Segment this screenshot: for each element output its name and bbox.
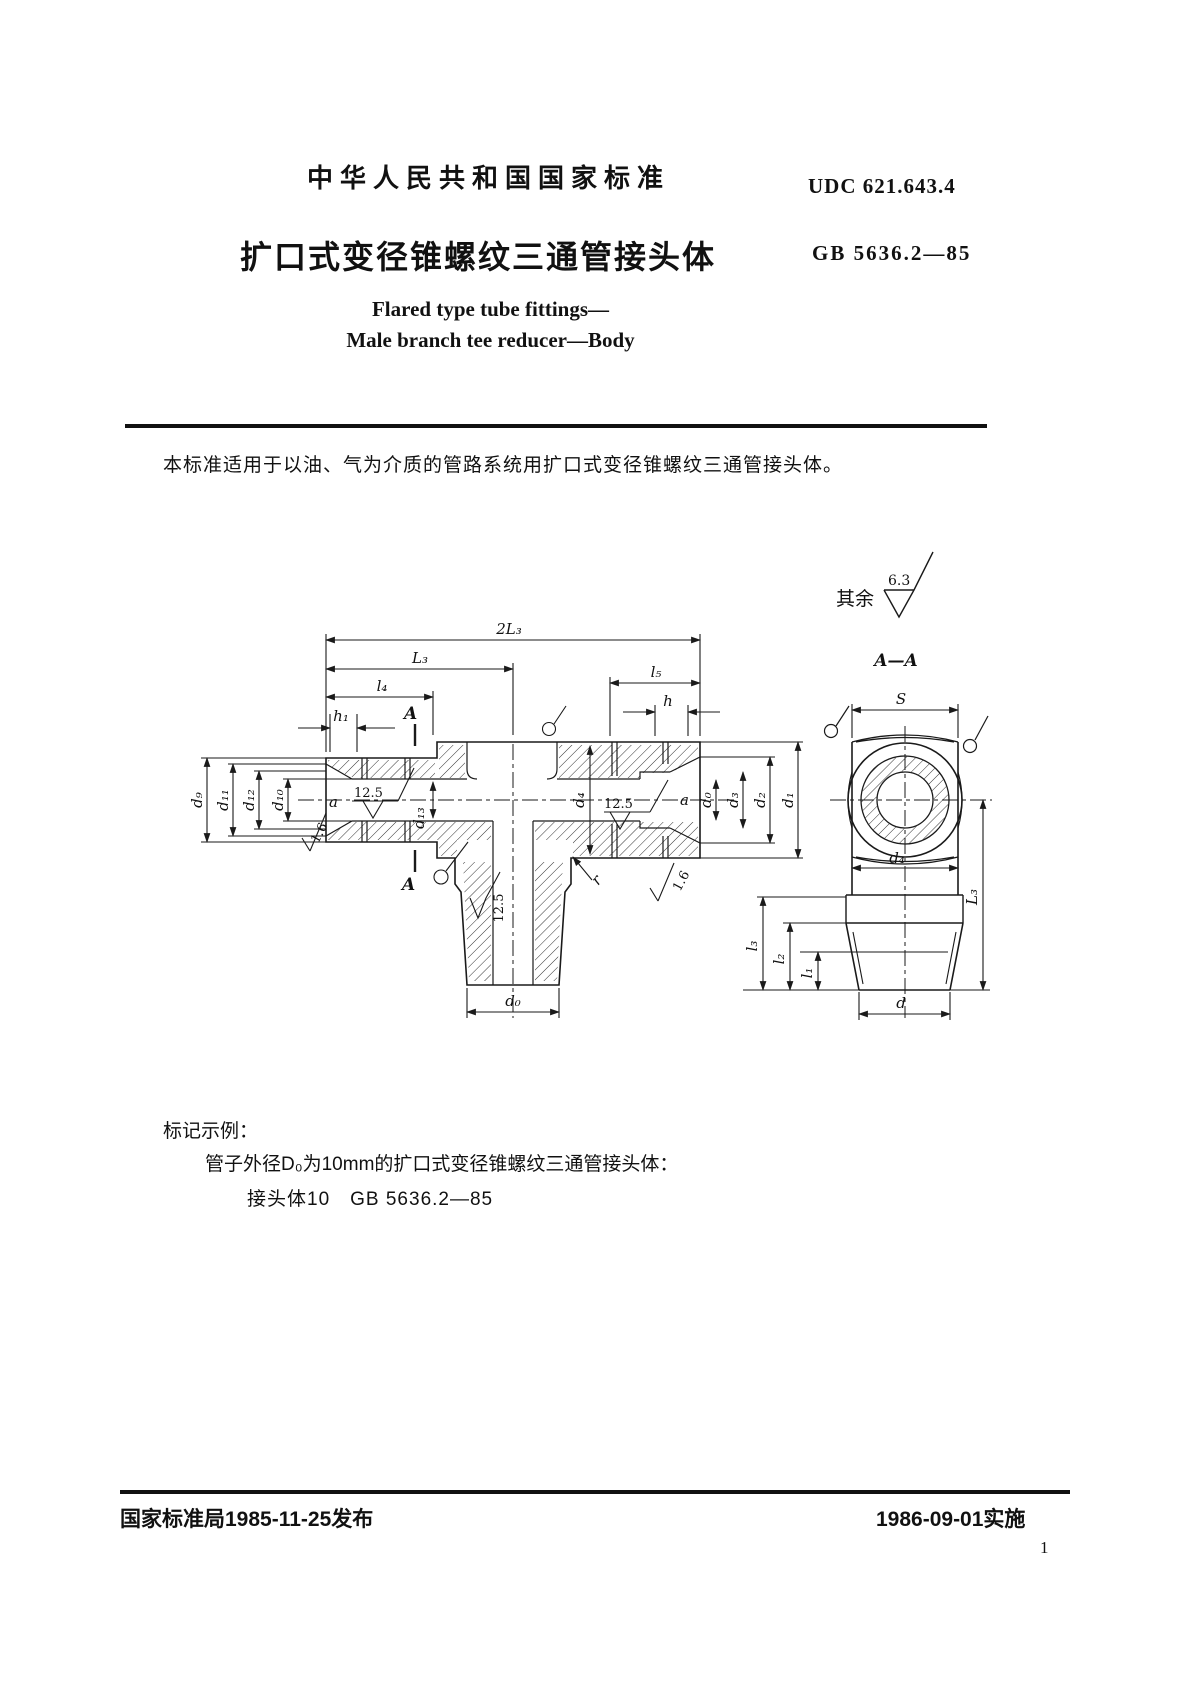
roughness-1-6-branch: 1.6	[670, 869, 693, 894]
english-title-line2: Male branch tee reducer—Body	[346, 328, 635, 352]
footer-implemented-date: 1986-09-01实施	[876, 1508, 1026, 1531]
dim-label-l4: l₄	[377, 677, 388, 695]
dim-label-d12: d₁₂	[240, 789, 258, 811]
standard-number: GB 5636.2—85	[812, 241, 972, 265]
section-view-labels: S d₄ L₃ l₃ l₂ l₁ d d₀ d₃ d₂ d₁	[697, 690, 981, 1012]
dim-label-d: d	[896, 994, 906, 1012]
front-view	[298, 741, 736, 1018]
technical-drawing: 2L₃ L₃ l₄ l₅ h₁ h d₉ d₁₁ d₁₂ d₁₀ d₁₃ d₄ …	[188, 551, 992, 1020]
dim-label-l3: L₃	[411, 649, 428, 667]
front-view-labels: 2L₃ L₃ l₄ l₅ h₁ h d₉ d₁₁ d₁₂ d₁₀ d₁₃ d₄ …	[188, 620, 693, 1010]
page-title: 扩口式变径锥螺纹三通管接头体	[240, 239, 717, 275]
centerlines	[298, 744, 736, 1018]
dim-label-d11: d₁₁	[214, 789, 232, 811]
section-mark-a-top: A	[402, 704, 417, 724]
footer-rule	[120, 1490, 1070, 1494]
dim-label-d4-section: d₄	[889, 849, 905, 867]
dim-label-d0-right: d₀	[697, 792, 715, 808]
english-title-line1: Flared type tube fittings—	[371, 297, 610, 321]
udc-number: UDC 621.643.4	[808, 174, 956, 198]
surface-note-text: 其余	[836, 588, 874, 610]
dim-label-l2-small: l₂	[770, 954, 788, 965]
marking-example-line2: 接头体10 GB 5636.2—85	[247, 1189, 494, 1210]
scope-text: 本标准适用于以油、气为介质的管路系统用扩口式变径锥螺纹三通管接头体。	[163, 455, 844, 476]
dim-label-l3-side: L₃	[963, 889, 981, 906]
surface-finish-note: 其余 6.3	[836, 551, 934, 619]
dim-label-d13: d₁₃	[410, 807, 428, 829]
dim-label-d4-front: d₄	[570, 792, 588, 808]
section-view-title: A—A	[872, 651, 917, 671]
dim-label-2l3: 2L₃	[495, 620, 522, 638]
surface-note-value: 6.3	[888, 573, 910, 589]
page-number: 1	[1040, 1538, 1049, 1557]
dim-label-d9: d₉	[188, 792, 206, 808]
footer-issued-date: 国家标准局1985-11-25发布	[120, 1508, 374, 1531]
header-rule	[125, 424, 987, 428]
roughness-12-5-left: 12.5	[354, 786, 383, 801]
section-view-dimensions	[743, 704, 990, 1020]
front-view-dimensions	[201, 634, 803, 1018]
dim-label-h: h	[663, 692, 673, 710]
section-view: A—A	[800, 651, 992, 1018]
dim-label-l3-small: l₃	[743, 941, 761, 952]
dim-label-d10: d₁₀	[269, 789, 287, 811]
marking-example-line1: 管子外径D₀为10mm的扩口式变径锥螺纹三通管接头体：	[205, 1154, 679, 1175]
marking-example-heading: 标记示例：	[163, 1121, 259, 1142]
dim-label-l1-small: l₁	[798, 968, 816, 979]
section-mark-a-bottom: A	[400, 875, 415, 895]
angle-label-a-left: a	[329, 793, 338, 811]
fillet-label-r: r	[587, 871, 606, 889]
dim-label-s: S	[896, 690, 906, 708]
roughness-12-5-branch: 12.5	[492, 894, 507, 923]
standard-org-title: 中华人民共和国国家标准	[307, 163, 671, 193]
dim-label-h1: h₁	[333, 707, 349, 725]
dim-label-d0-bottom: d₀	[505, 992, 521, 1010]
angle-label-a-right: a	[680, 791, 689, 809]
dim-label-d1: d₁	[779, 792, 797, 808]
roughness-12-5-right: 12.5	[604, 797, 633, 812]
dim-label-d2: d₂	[751, 792, 769, 808]
dim-label-l5: l₅	[651, 663, 662, 681]
dim-label-d3: d₃	[724, 792, 742, 808]
